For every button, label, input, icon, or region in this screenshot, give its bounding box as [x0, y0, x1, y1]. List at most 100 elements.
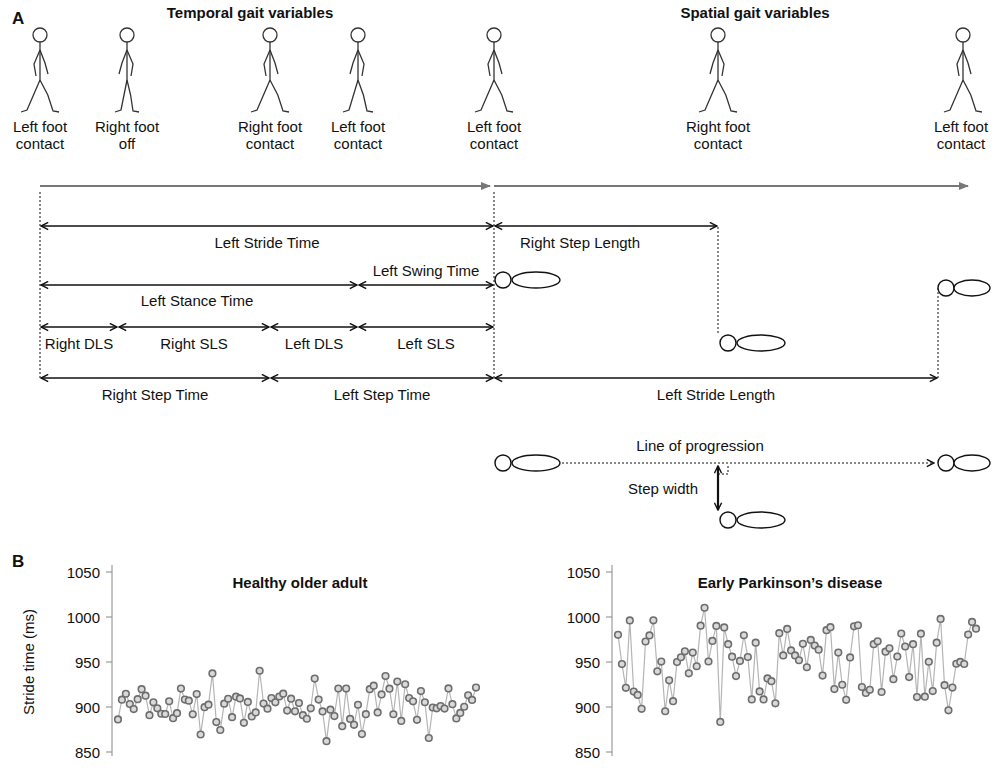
data-point: [339, 723, 346, 730]
data-point: [705, 658, 712, 665]
stick-figure: [475, 28, 513, 112]
event-label: Right foot contact: [684, 118, 752, 152]
data-point: [473, 684, 480, 691]
axis-title: Stride time (ms): [20, 609, 37, 715]
data-point: [178, 685, 185, 692]
data-point: [205, 701, 212, 708]
panel-title: Early Parkinson’s disease: [698, 574, 883, 591]
panel-title: Temporal gait variables: [167, 4, 333, 21]
data-point: [658, 658, 665, 665]
tick-label: 1050: [567, 564, 600, 581]
data-point: [414, 716, 421, 723]
data-point: [697, 622, 704, 629]
data-point: [745, 654, 752, 661]
data-point: [748, 696, 755, 703]
data-point: [229, 714, 236, 721]
measure-label: Right DLS: [45, 335, 113, 352]
data-point: [134, 696, 141, 703]
data-point: [733, 673, 740, 680]
data-point: [425, 735, 432, 742]
data-point: [166, 698, 173, 705]
data-point: [682, 648, 689, 655]
data-point: [721, 624, 728, 631]
data-point: [449, 701, 456, 708]
tick-label: 1000: [67, 609, 100, 626]
data-point: [441, 705, 448, 712]
measure-label: Right Step Time: [102, 386, 209, 403]
data-point: [461, 703, 468, 710]
data-point: [902, 643, 909, 650]
tick-label: 850: [75, 744, 100, 761]
data-point: [878, 689, 885, 696]
data-point: [965, 631, 972, 638]
tick-label: 950: [75, 654, 100, 671]
data-point: [709, 638, 716, 645]
series-line: [118, 671, 476, 741]
data-point: [280, 690, 287, 697]
data-point: [327, 706, 334, 713]
data-point: [363, 711, 370, 718]
data-point: [343, 685, 350, 692]
measure-label: Left Stride Length: [657, 386, 775, 403]
data-point: [925, 658, 932, 665]
tick-label: 900: [575, 699, 600, 716]
data-point: [323, 738, 330, 745]
data-point: [800, 641, 807, 648]
data-point: [768, 678, 775, 685]
data-point: [713, 623, 720, 630]
data-point: [284, 707, 291, 714]
data-point: [839, 681, 846, 688]
measure-label: Left SLS: [397, 335, 455, 352]
measure-label: Step width: [628, 480, 698, 497]
data-point: [756, 688, 763, 695]
stick-figure: [699, 28, 737, 112]
tick-label: 850: [575, 744, 600, 761]
data-point: [898, 630, 905, 637]
data-point: [941, 682, 948, 689]
data-point: [378, 691, 385, 698]
panel-title: Healthy older adult: [232, 574, 367, 591]
data-point: [374, 709, 381, 716]
data-point: [351, 722, 358, 729]
event-label: Left foot contact: [927, 118, 995, 152]
data-point: [776, 630, 783, 637]
timeline: [40, 185, 968, 187]
data-point: [804, 664, 811, 671]
data-point: [288, 695, 295, 702]
data-point: [729, 653, 736, 660]
tick-label: 900: [75, 699, 100, 716]
data-point: [292, 708, 299, 715]
series-line: [618, 608, 976, 722]
data-point: [890, 676, 897, 683]
data-point: [737, 658, 744, 665]
data-point: [760, 696, 767, 703]
data-point: [843, 696, 850, 703]
data-point: [670, 698, 677, 705]
stick-figure: [251, 28, 289, 112]
data-point: [130, 706, 137, 713]
data-point: [619, 661, 626, 668]
data-point: [193, 691, 200, 698]
data-point: [162, 711, 169, 718]
data-point: [772, 700, 779, 707]
data-point: [457, 710, 464, 717]
data-point: [315, 696, 322, 703]
event-label: Right foot contact: [236, 118, 304, 152]
data-point: [422, 699, 429, 706]
data-point: [819, 672, 826, 679]
data-point: [910, 641, 917, 648]
data-point: [847, 654, 854, 661]
data-point: [311, 675, 318, 682]
data-point: [115, 716, 122, 723]
chart-axes: [106, 565, 612, 756]
measure-label: Left DLS: [285, 335, 343, 352]
data-point: [390, 711, 397, 718]
data-point: [370, 682, 377, 689]
data-point: [209, 670, 216, 677]
data-point: [225, 695, 232, 702]
data-point: [418, 688, 425, 695]
data-point: [654, 668, 661, 675]
data-point: [256, 667, 263, 674]
data-point: [666, 677, 673, 684]
data-point: [331, 713, 338, 720]
